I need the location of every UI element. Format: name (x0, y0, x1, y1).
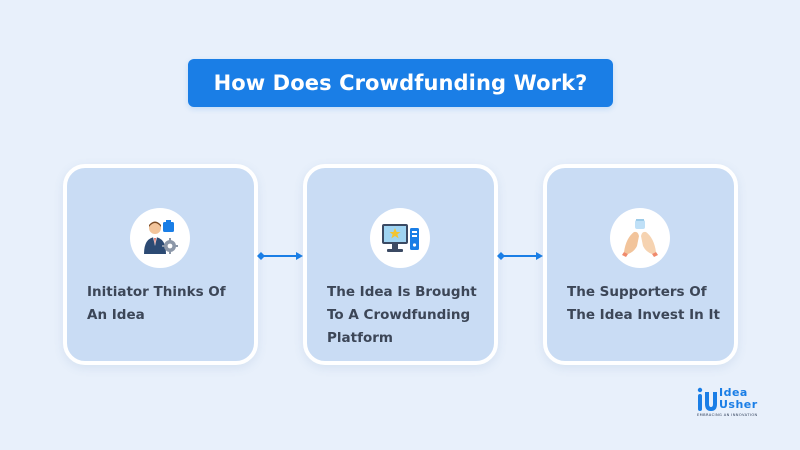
logo-word-idea: Idea (719, 386, 748, 399)
arrow-connector-2 (497, 252, 543, 260)
step-card-1: Initiator Thinks Of An Idea (63, 164, 258, 365)
logo-mark-icon (697, 387, 717, 411)
hands-giving-icon (622, 219, 658, 257)
title-banner: How Does Crowdfunding Work? (188, 59, 613, 107)
step-2-label: The Idea Is Brought To A Crowdfunding Pl… (327, 284, 477, 346)
diagram-title: How Does Crowdfunding Work? (213, 71, 588, 95)
step-card-3: The Supporters Of The Idea Invest In It (543, 164, 738, 365)
arrow-connector-1 (257, 252, 303, 260)
computer-monitor-icon (382, 224, 419, 252)
logo-tagline: EMBRACING AN INNOVATION (697, 413, 758, 417)
step-1-icon-circle (130, 208, 190, 268)
step-1-label: Initiator Thinks Of An Idea (87, 284, 226, 323)
step-3-icon-circle (610, 208, 670, 268)
ideausher-logo: Idea Usher EMBRACING AN INNOVATION (697, 386, 773, 420)
step-2-icon-circle (370, 208, 430, 268)
businessman-gear-icon (144, 220, 178, 254)
logo-word-usher: Usher (719, 398, 758, 411)
step-card-2: The Idea Is Brought To A Crowdfunding Pl… (303, 164, 498, 365)
step-3-label: The Supporters Of The Idea Invest In It (567, 284, 720, 323)
